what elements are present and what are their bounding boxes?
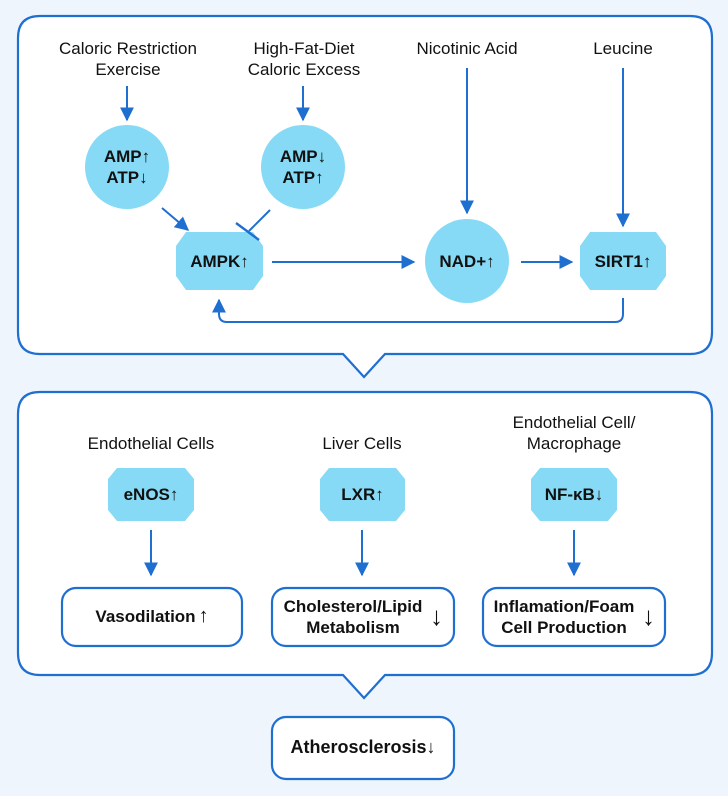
outcome-vasodilation: Vasodilation↑	[62, 606, 242, 627]
node-sirt1: SIRT1↑	[594, 252, 652, 271]
amp-down-circle	[261, 125, 345, 209]
up-arrow-icon: ↑	[198, 605, 209, 627]
vasodilation-box	[60, 586, 244, 648]
down-arrow-icon: ↓	[642, 601, 655, 631]
marker-lxr: LXR↑	[341, 485, 384, 504]
node-nad: NAD+↑	[439, 252, 495, 271]
label-high-fat-diet: High-Fat-Diet Caloric Excess	[214, 38, 394, 80]
inhibit-bar	[235, 222, 260, 241]
outcome-text: Metabolism	[306, 618, 400, 637]
node-amp-up: AMP↑ ATP↓	[87, 146, 167, 188]
amp-up-circle	[85, 125, 169, 209]
heading-endothelial-cells: Endothelial Cells	[87, 434, 215, 453]
node-amp-down: AMP↓ ATP↑	[263, 146, 343, 188]
marker-nfkb: NF-κB↓	[544, 485, 604, 504]
nad-circle	[425, 219, 509, 303]
node-line: AMP↑	[103, 147, 151, 166]
outcome-cholesterol: Cholesterol/Lipid Metabolism	[278, 596, 428, 638]
cholesterol-box	[270, 586, 456, 648]
sirt1-hexagon	[580, 232, 666, 290]
lxr-hexagon	[320, 468, 405, 521]
inhibit-amp-to-ampk	[248, 209, 271, 232]
nfkb-hexagon	[531, 468, 617, 521]
outcome-text: Vasodilation	[95, 607, 196, 626]
inflammation-box	[481, 586, 667, 648]
label-line: Caloric Excess	[247, 60, 361, 79]
node-line: AMP↓	[279, 147, 327, 166]
enos-hexagon	[108, 468, 194, 521]
label-line: Endothelial Cell/	[512, 413, 636, 432]
outcome-text: Inflamation/Foam	[493, 597, 635, 616]
node-ampk: AMPK↑	[190, 252, 249, 271]
outcome-text: Cell Production	[501, 618, 627, 637]
label-line: High-Fat-Diet	[253, 39, 355, 58]
heading-liver-cells: Liver Cells	[322, 434, 402, 453]
arrow-sirt1-feedback-to-ampk	[212, 298, 624, 323]
node-line: ATP↑	[282, 168, 324, 187]
down-arrow-icon: ↓	[430, 601, 443, 631]
node-line: ATP↓	[106, 168, 148, 187]
label-nicotinic-acid: Nicotinic Acid	[416, 39, 518, 58]
label-leucine: Leucine	[593, 39, 653, 58]
label-line: Caloric Restriction	[59, 39, 197, 58]
label-line: Macrophage	[526, 434, 622, 453]
label-caloric-restriction: Caloric Restriction Exercise	[28, 38, 228, 80]
arrow-amp-to-ampk	[161, 207, 190, 231]
result-box	[270, 715, 456, 781]
outcome-inflammation: Inflamation/Foam Cell Production	[488, 596, 640, 638]
label-line: Exercise	[95, 60, 161, 79]
outcome-text: Cholesterol/Lipid	[283, 597, 423, 616]
result-atherosclerosis: Atherosclerosis↓	[290, 737, 436, 757]
heading-endothelial-macrophage: Endothelial Cell/ Macrophage	[474, 412, 674, 454]
marker-enos: eNOS↑	[123, 485, 179, 504]
ampk-hexagon	[176, 232, 263, 290]
